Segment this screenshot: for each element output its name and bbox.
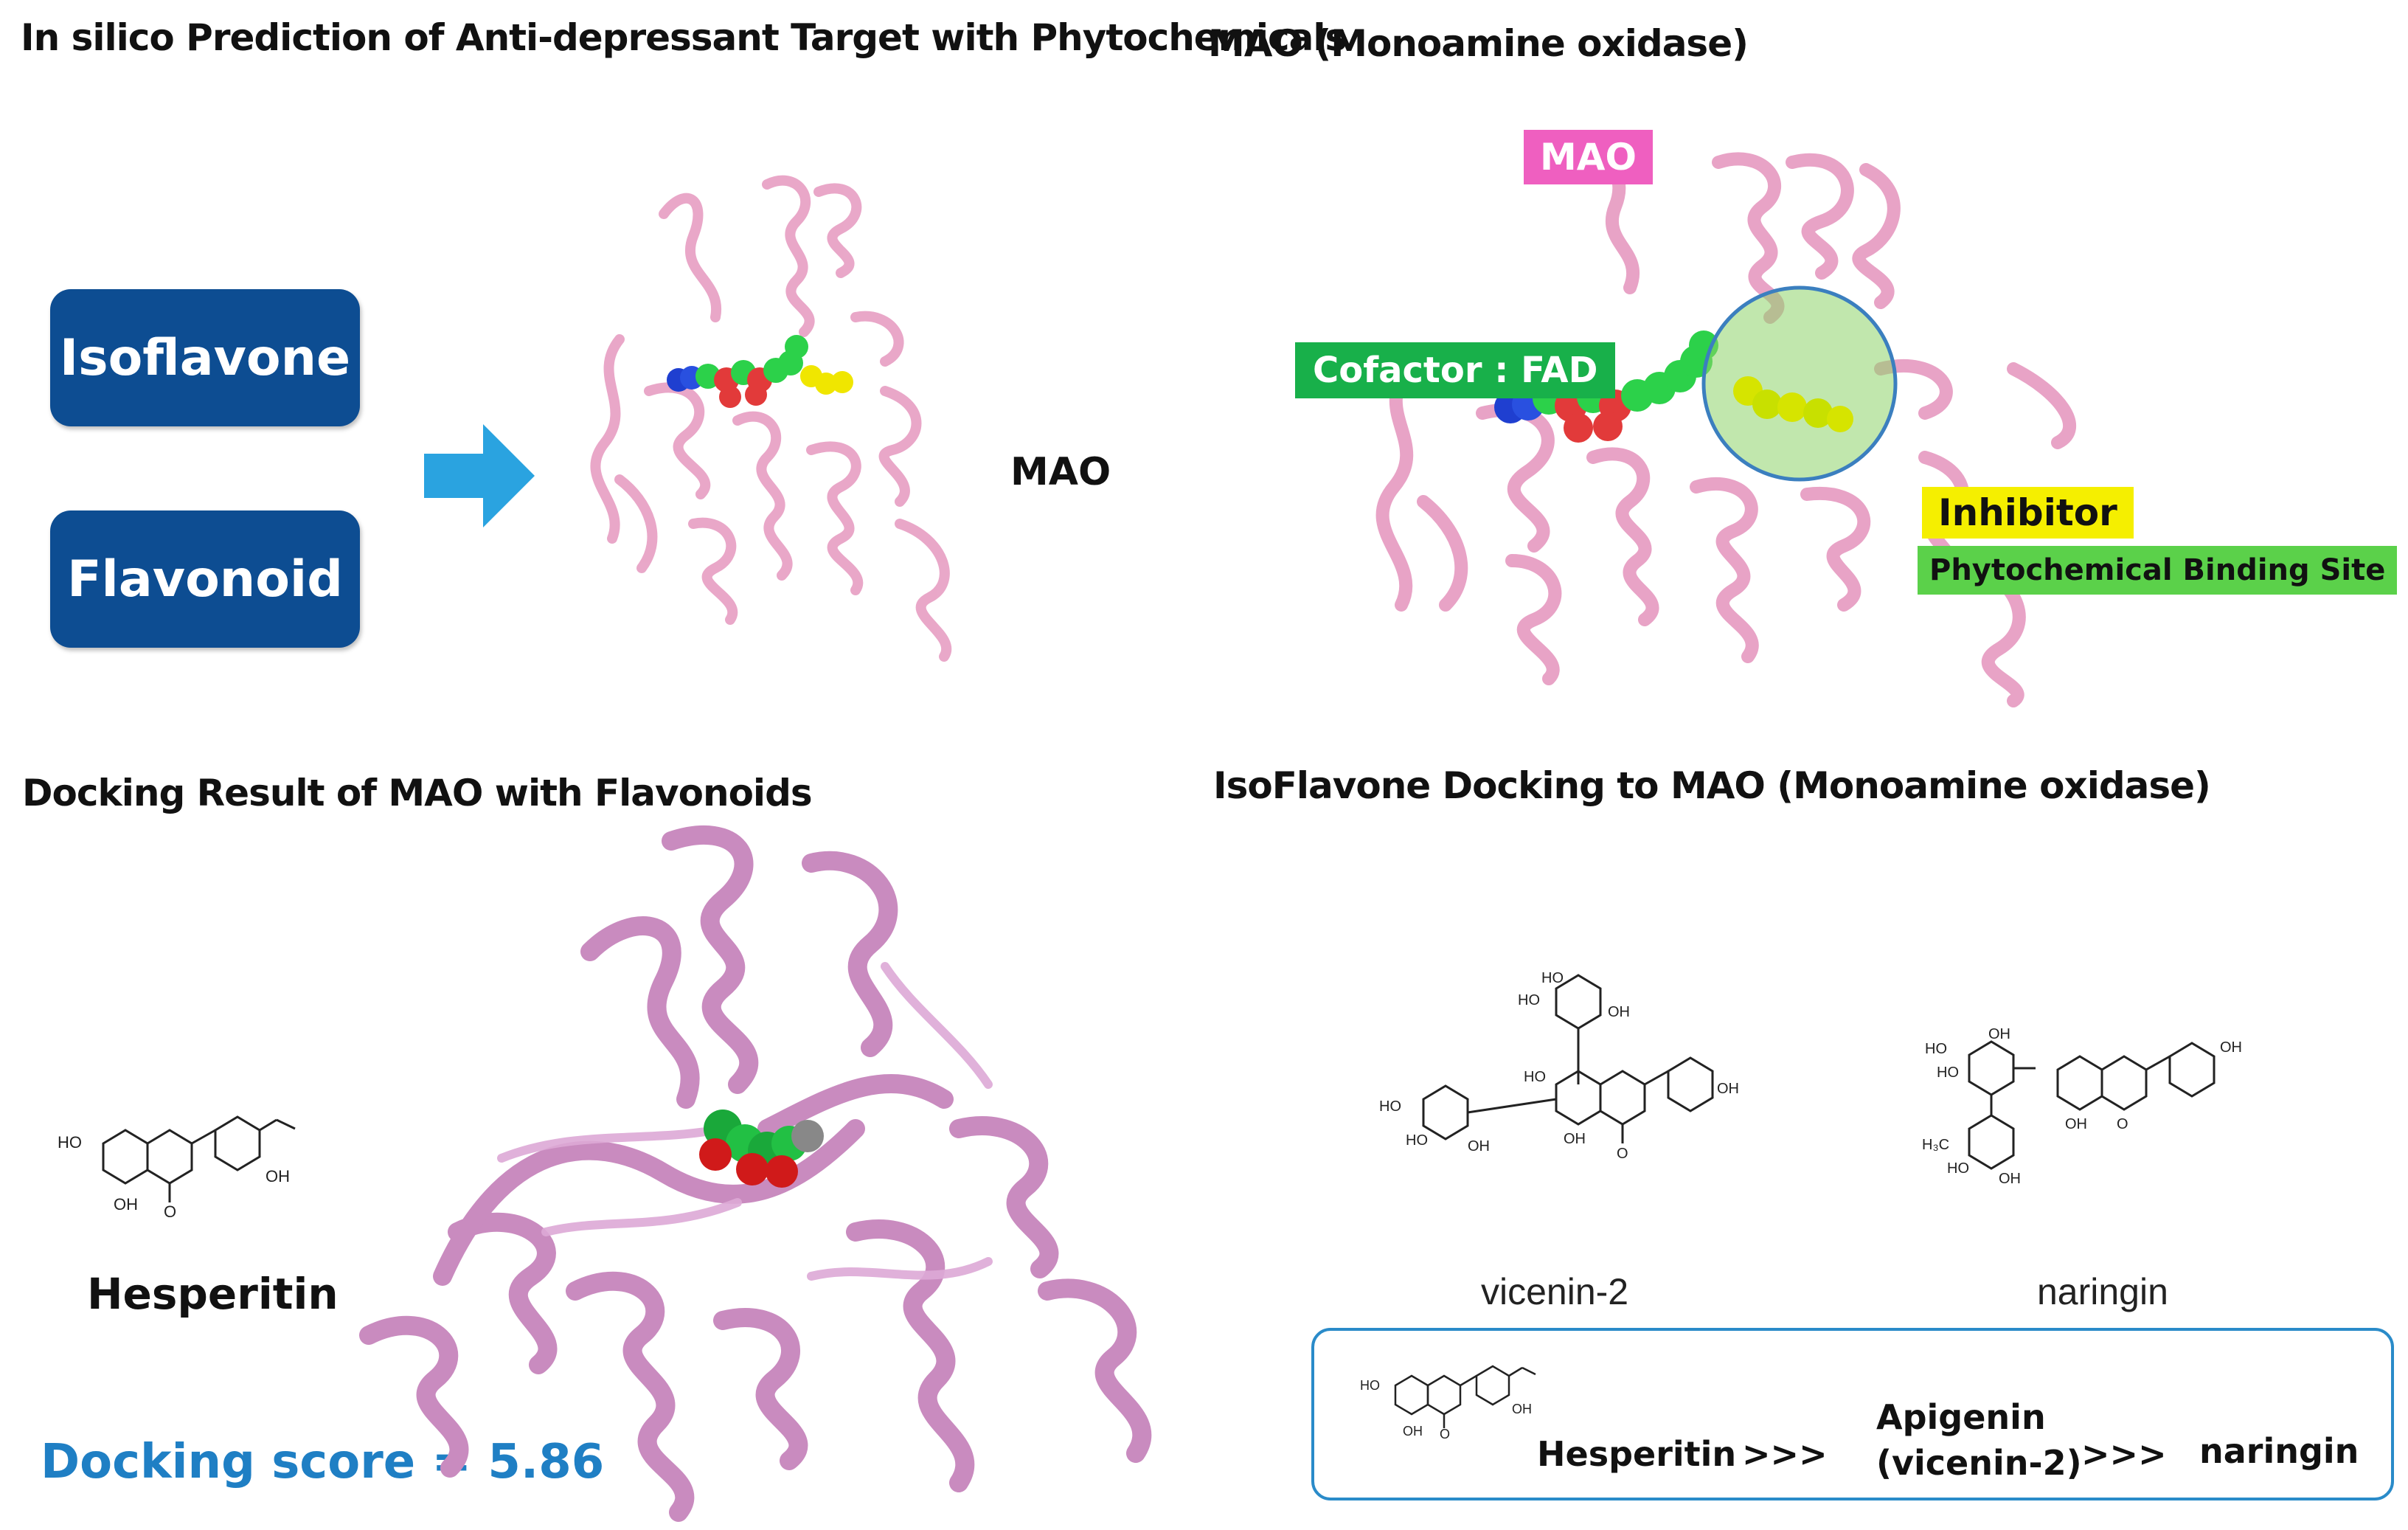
atom-ho-label: HO (1541, 970, 1564, 986)
panel-title-isoflavone-docking: IsoFlavone Docking to MAO (Monoamine oxi… (1213, 764, 2211, 807)
isoflavone-class-box: Isoflavone (50, 289, 360, 426)
rank-second-apigenin: Apigenin (1876, 1397, 2046, 1437)
atom-oh-label: OH (1512, 1402, 1532, 1416)
inhibitor-spacefill-small (800, 365, 853, 395)
panel-title-mao: MAO (Monoamine oxidase) (1208, 22, 1749, 65)
atom-ho-label: HO (1937, 1065, 1959, 1081)
atom-oh-label: OH (1608, 1004, 1630, 1020)
binding-site-tag-text: Phytochemical Binding Site (1929, 553, 2386, 587)
binding-site-circle (1701, 285, 1898, 482)
atom-o-label: O (164, 1202, 176, 1221)
atom-o-label: O (1440, 1427, 1450, 1441)
panel-title-in-silico: In silico Prediction of Anti-depressant … (21, 16, 1347, 59)
atom-h3c-label: H₃C (1922, 1137, 1949, 1153)
cofactor-fad-tag-text: Cofactor : FAD (1313, 350, 1598, 391)
atom-ho-label: HO (1406, 1132, 1428, 1149)
rank-first-hesperitin: Hesperitin (1537, 1434, 1737, 1474)
mao-docking-structure (359, 825, 1152, 1522)
cofactor-fad-tag: Cofactor : FAD (1295, 342, 1616, 398)
atom-oh-label: OH (1403, 1424, 1423, 1439)
atom-o-label: O (1617, 1146, 1628, 1162)
atom-oh-label: OH (1999, 1171, 2021, 1187)
flavonoid-label: Flavonoid (67, 550, 343, 609)
panel-title-docking-result: Docking Result of MAO with Flavonoids (22, 772, 813, 814)
mao-protein-tag-text: MAO (1540, 136, 1637, 179)
hesperitin-ligand-spacefill (699, 1110, 824, 1188)
atom-ho-label: HO (1379, 1098, 1401, 1115)
docking-score-text: Docking score = 5.86 (41, 1435, 605, 1489)
atom-ho-label: HO (1925, 1041, 1947, 1057)
atom-oh-label: OH (266, 1167, 290, 1185)
isoflavone-label: Isoflavone (59, 328, 351, 387)
binding-site-tag: Phytochemical Binding Site (1918, 546, 2398, 595)
atom-ho-label: HO (1947, 1160, 1969, 1177)
hesperitin-structure: HO OH O OH (58, 1115, 296, 1221)
inhibitor-tag: Inhibitor (1922, 487, 2134, 539)
naringin-structure: HO HO OH OH H₃C HO OH OH O (1922, 1026, 2242, 1187)
atom-oh-label: OH (114, 1195, 138, 1214)
rank-separator-2: >>> (2081, 1434, 2167, 1474)
atom-ho-label: HO (1518, 992, 1540, 1008)
flavonoid-class-box: Flavonoid (50, 510, 360, 648)
rank-second-vicenin: (vicenin-2) (1876, 1443, 2082, 1483)
atom-oh-label: OH (1988, 1026, 2010, 1042)
atom-o-label: O (2117, 1116, 2128, 1132)
atom-ho-label: HO (58, 1133, 82, 1152)
target-label-mao: MAO (1010, 450, 1111, 494)
rank-third-naringin: naringin (2199, 1431, 2359, 1471)
mao-protein-tag: MAO (1524, 130, 1653, 184)
atom-oh-label: OH (1717, 1081, 1739, 1097)
atom-oh-label: OH (1564, 1131, 1586, 1147)
atom-oh-label: OH (1468, 1138, 1490, 1155)
docking-ranking-box: HO OH O OH Hesperitin >>> Apigenin (vice… (1311, 1328, 2394, 1500)
atom-ho-label: HO (1524, 1069, 1546, 1085)
rank-separator-1: >>> (1742, 1434, 1828, 1474)
atom-oh-label: OH (2065, 1116, 2087, 1132)
mao-protein-structure-large (1375, 152, 2077, 707)
inhibitor-tag-text: Inhibitor (1938, 491, 2117, 534)
right-arrow-icon (424, 424, 535, 527)
hesperitin-name: Hesperitin (87, 1269, 339, 1319)
naringin-label: naringin (2037, 1271, 2168, 1312)
mao-protein-structure-small (590, 175, 951, 662)
hesperitin-structure-small: HO OH O OH (1360, 1365, 1536, 1441)
atom-ho-label: HO (1360, 1378, 1380, 1393)
fad-spacefill-small (667, 335, 808, 408)
atom-oh-label: OH (2220, 1039, 2242, 1056)
vicenin-2-structure: HO HO OH HO OH HO HO OH OH O (1379, 970, 1739, 1162)
vicenin-2-label: vicenin-2 (1481, 1271, 1629, 1312)
